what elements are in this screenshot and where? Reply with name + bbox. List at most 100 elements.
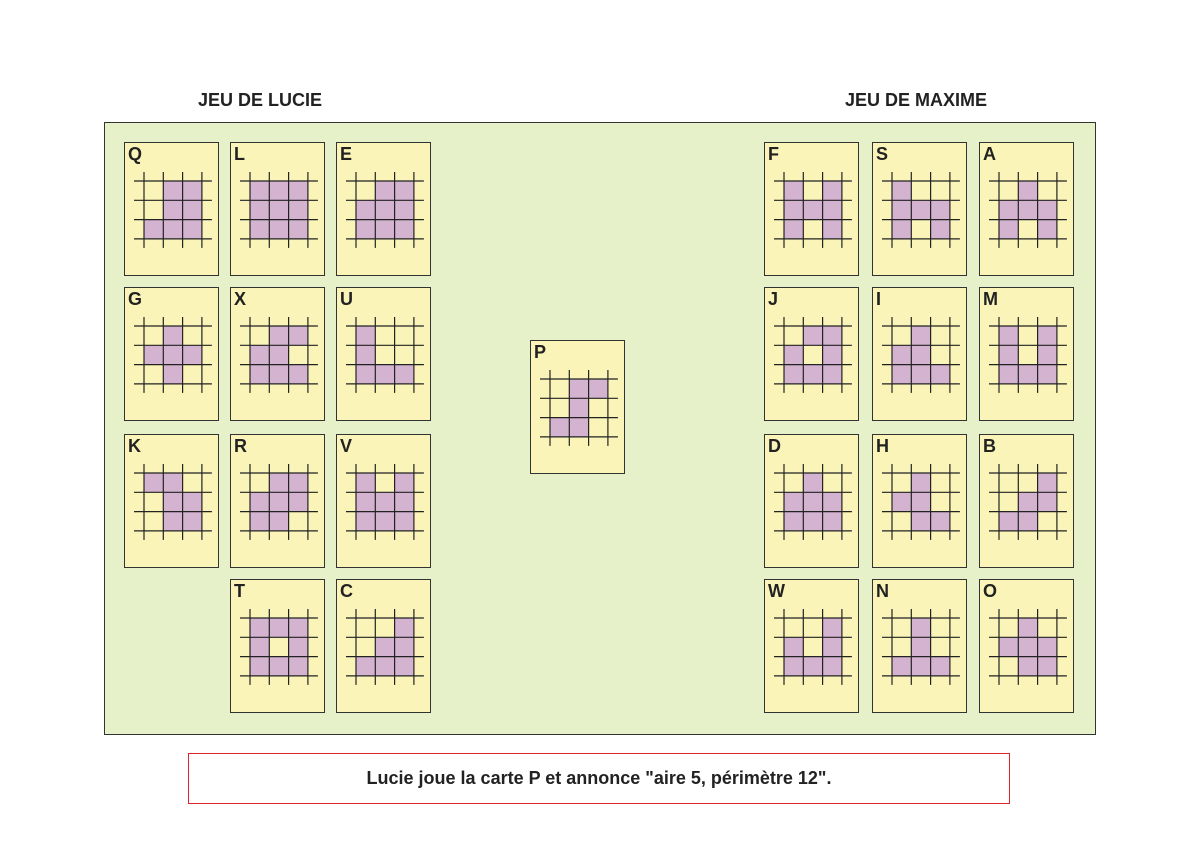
filled-cell: [288, 637, 308, 657]
filled-cell: [822, 492, 842, 512]
filled-cell: [550, 417, 570, 437]
filled-cell: [394, 656, 414, 676]
filled-cell: [892, 219, 912, 239]
maxime-card-w[interactable]: W: [764, 579, 859, 713]
lucie-title: JEU DE LUCIE: [198, 90, 323, 110]
filled-cell: [1037, 492, 1057, 512]
lucie-card-c[interactable]: C: [336, 579, 431, 713]
filled-cell: [394, 473, 414, 493]
maxime-card-h[interactable]: H: [872, 434, 967, 568]
filled-cell: [375, 492, 395, 512]
filled-cell: [784, 181, 804, 201]
lucie-card-x[interactable]: X: [230, 287, 325, 421]
filled-cell: [1018, 618, 1038, 638]
filled-cell: [911, 345, 931, 365]
filled-cell: [784, 637, 804, 657]
filled-cell: [930, 511, 950, 531]
filled-cell: [269, 326, 289, 346]
message-box: Lucie joue la carte P et annonce "aire 5…: [188, 753, 1010, 804]
filled-cell: [375, 511, 395, 531]
filled-cell: [1018, 181, 1038, 201]
filled-cell: [250, 219, 270, 239]
filled-cell: [822, 181, 842, 201]
filled-cell: [892, 345, 912, 365]
lucie-card-v[interactable]: V: [336, 434, 431, 568]
card-letter: E: [340, 144, 353, 164]
filled-cell: [588, 379, 608, 399]
filled-cell: [784, 200, 804, 220]
maxime-card-s[interactable]: S: [872, 142, 967, 276]
lucie-card-e[interactable]: E: [336, 142, 431, 276]
filled-cell: [911, 200, 931, 220]
maxime-card-a[interactable]: A: [979, 142, 1074, 276]
lucie-card-t[interactable]: T: [230, 579, 325, 713]
filled-cell: [911, 326, 931, 346]
filled-cell: [911, 637, 931, 657]
filled-cell: [569, 398, 589, 418]
filled-cell: [269, 219, 289, 239]
filled-cell: [394, 511, 414, 531]
lucie-card-g[interactable]: G: [124, 287, 219, 421]
filled-cell: [822, 511, 842, 531]
lucie-card-l[interactable]: L: [230, 142, 325, 276]
filled-cell: [288, 200, 308, 220]
card-grid: [774, 609, 852, 685]
filled-cell: [375, 656, 395, 676]
filled-cell: [288, 656, 308, 676]
message-text: Lucie joue la carte P et annonce "aire 5…: [366, 768, 832, 788]
filled-cell: [250, 637, 270, 657]
filled-cell: [822, 345, 842, 365]
filled-cell: [163, 326, 183, 346]
card-grid: [240, 609, 318, 685]
lucie-card-r[interactable]: R: [230, 434, 325, 568]
card-letter: G: [128, 289, 143, 309]
filled-cell: [803, 364, 823, 384]
card-grid: [134, 464, 212, 540]
filled-cell: [163, 473, 183, 493]
filled-cell: [394, 637, 414, 657]
filled-cell: [822, 364, 842, 384]
maxime-card-o[interactable]: O: [979, 579, 1074, 713]
filled-cell: [356, 656, 376, 676]
maxime-card-f[interactable]: F: [764, 142, 859, 276]
filled-cell: [803, 473, 823, 493]
filled-cell: [182, 345, 202, 365]
maxime-card-d[interactable]: D: [764, 434, 859, 568]
maxime-card-b[interactable]: B: [979, 434, 1074, 568]
maxime-card-j[interactable]: J: [764, 287, 859, 421]
filled-cell: [250, 492, 270, 512]
card-letter: P: [534, 342, 547, 362]
played-card-p[interactable]: P: [530, 340, 625, 474]
filled-cell: [911, 492, 931, 512]
lucie-card-q[interactable]: Q: [124, 142, 219, 276]
maxime-card-i[interactable]: I: [872, 287, 967, 421]
card-letter: B: [983, 436, 996, 456]
card-grid: [346, 172, 424, 248]
filled-cell: [1037, 200, 1057, 220]
filled-cell: [356, 219, 376, 239]
maxime-card-m[interactable]: M: [979, 287, 1074, 421]
card-grid: [240, 317, 318, 393]
filled-cell: [892, 656, 912, 676]
filled-cell: [911, 364, 931, 384]
filled-cell: [930, 200, 950, 220]
filled-cell: [182, 219, 202, 239]
card-letter: L: [234, 144, 245, 164]
filled-cell: [784, 219, 804, 239]
filled-cell: [144, 473, 164, 493]
filled-cell: [269, 618, 289, 638]
filled-cell: [269, 345, 289, 365]
card-grid: [989, 172, 1067, 248]
card-grid: [989, 317, 1067, 393]
filled-cell: [784, 345, 804, 365]
lucie-card-k[interactable]: K: [124, 434, 219, 568]
filled-cell: [803, 326, 823, 346]
filled-cell: [784, 656, 804, 676]
card-grid: [134, 172, 212, 248]
filled-cell: [163, 219, 183, 239]
lucie-card-u[interactable]: U: [336, 287, 431, 421]
filled-cell: [356, 364, 376, 384]
maxime-card-n[interactable]: N: [872, 579, 967, 713]
filled-cell: [250, 618, 270, 638]
card-letter: Q: [128, 144, 143, 164]
